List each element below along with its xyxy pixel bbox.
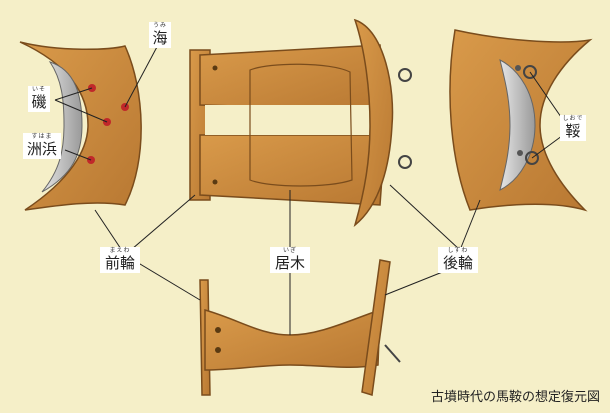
label-shiode-ruby: しおで — [560, 115, 586, 122]
label-umi-text: 海 — [149, 29, 171, 47]
label-iso: いそ 磯 — [28, 86, 50, 112]
label-igi-text: 居木 — [270, 254, 310, 272]
label-maewa-text: 前輪 — [100, 254, 140, 272]
label-iso-text: 磯 — [28, 93, 50, 111]
label-igi-ruby: いぎ — [270, 247, 310, 254]
label-suhama-text: 洲浜 — [23, 140, 61, 158]
label-suhama-ruby: すはま — [23, 133, 61, 140]
saddle-top-view — [190, 20, 411, 225]
label-iso-ruby: いそ — [28, 86, 50, 93]
label-shizuwa: しずわ 後輪 — [438, 247, 478, 273]
label-shizuwa-text: 後輪 — [438, 254, 478, 272]
figure-caption: 古墳時代の馬鞍の想定復元図 — [431, 386, 600, 405]
front-pommel — [20, 42, 141, 210]
label-umi-ruby: うみ — [149, 22, 171, 29]
label-igi: いぎ 居木 — [270, 247, 310, 273]
label-maewa-ruby: まえわ — [100, 247, 140, 254]
label-suhama: すはま 洲浜 — [23, 133, 61, 159]
label-shizuwa-ruby: しずわ — [438, 247, 478, 254]
label-shiode: しおで 鞖 — [560, 115, 586, 141]
saddle-side-view — [200, 260, 400, 395]
label-umi: うみ 海 — [149, 22, 171, 48]
label-shiode-text: 鞖 — [560, 122, 586, 140]
label-maewa: まえわ 前輪 — [100, 247, 140, 273]
